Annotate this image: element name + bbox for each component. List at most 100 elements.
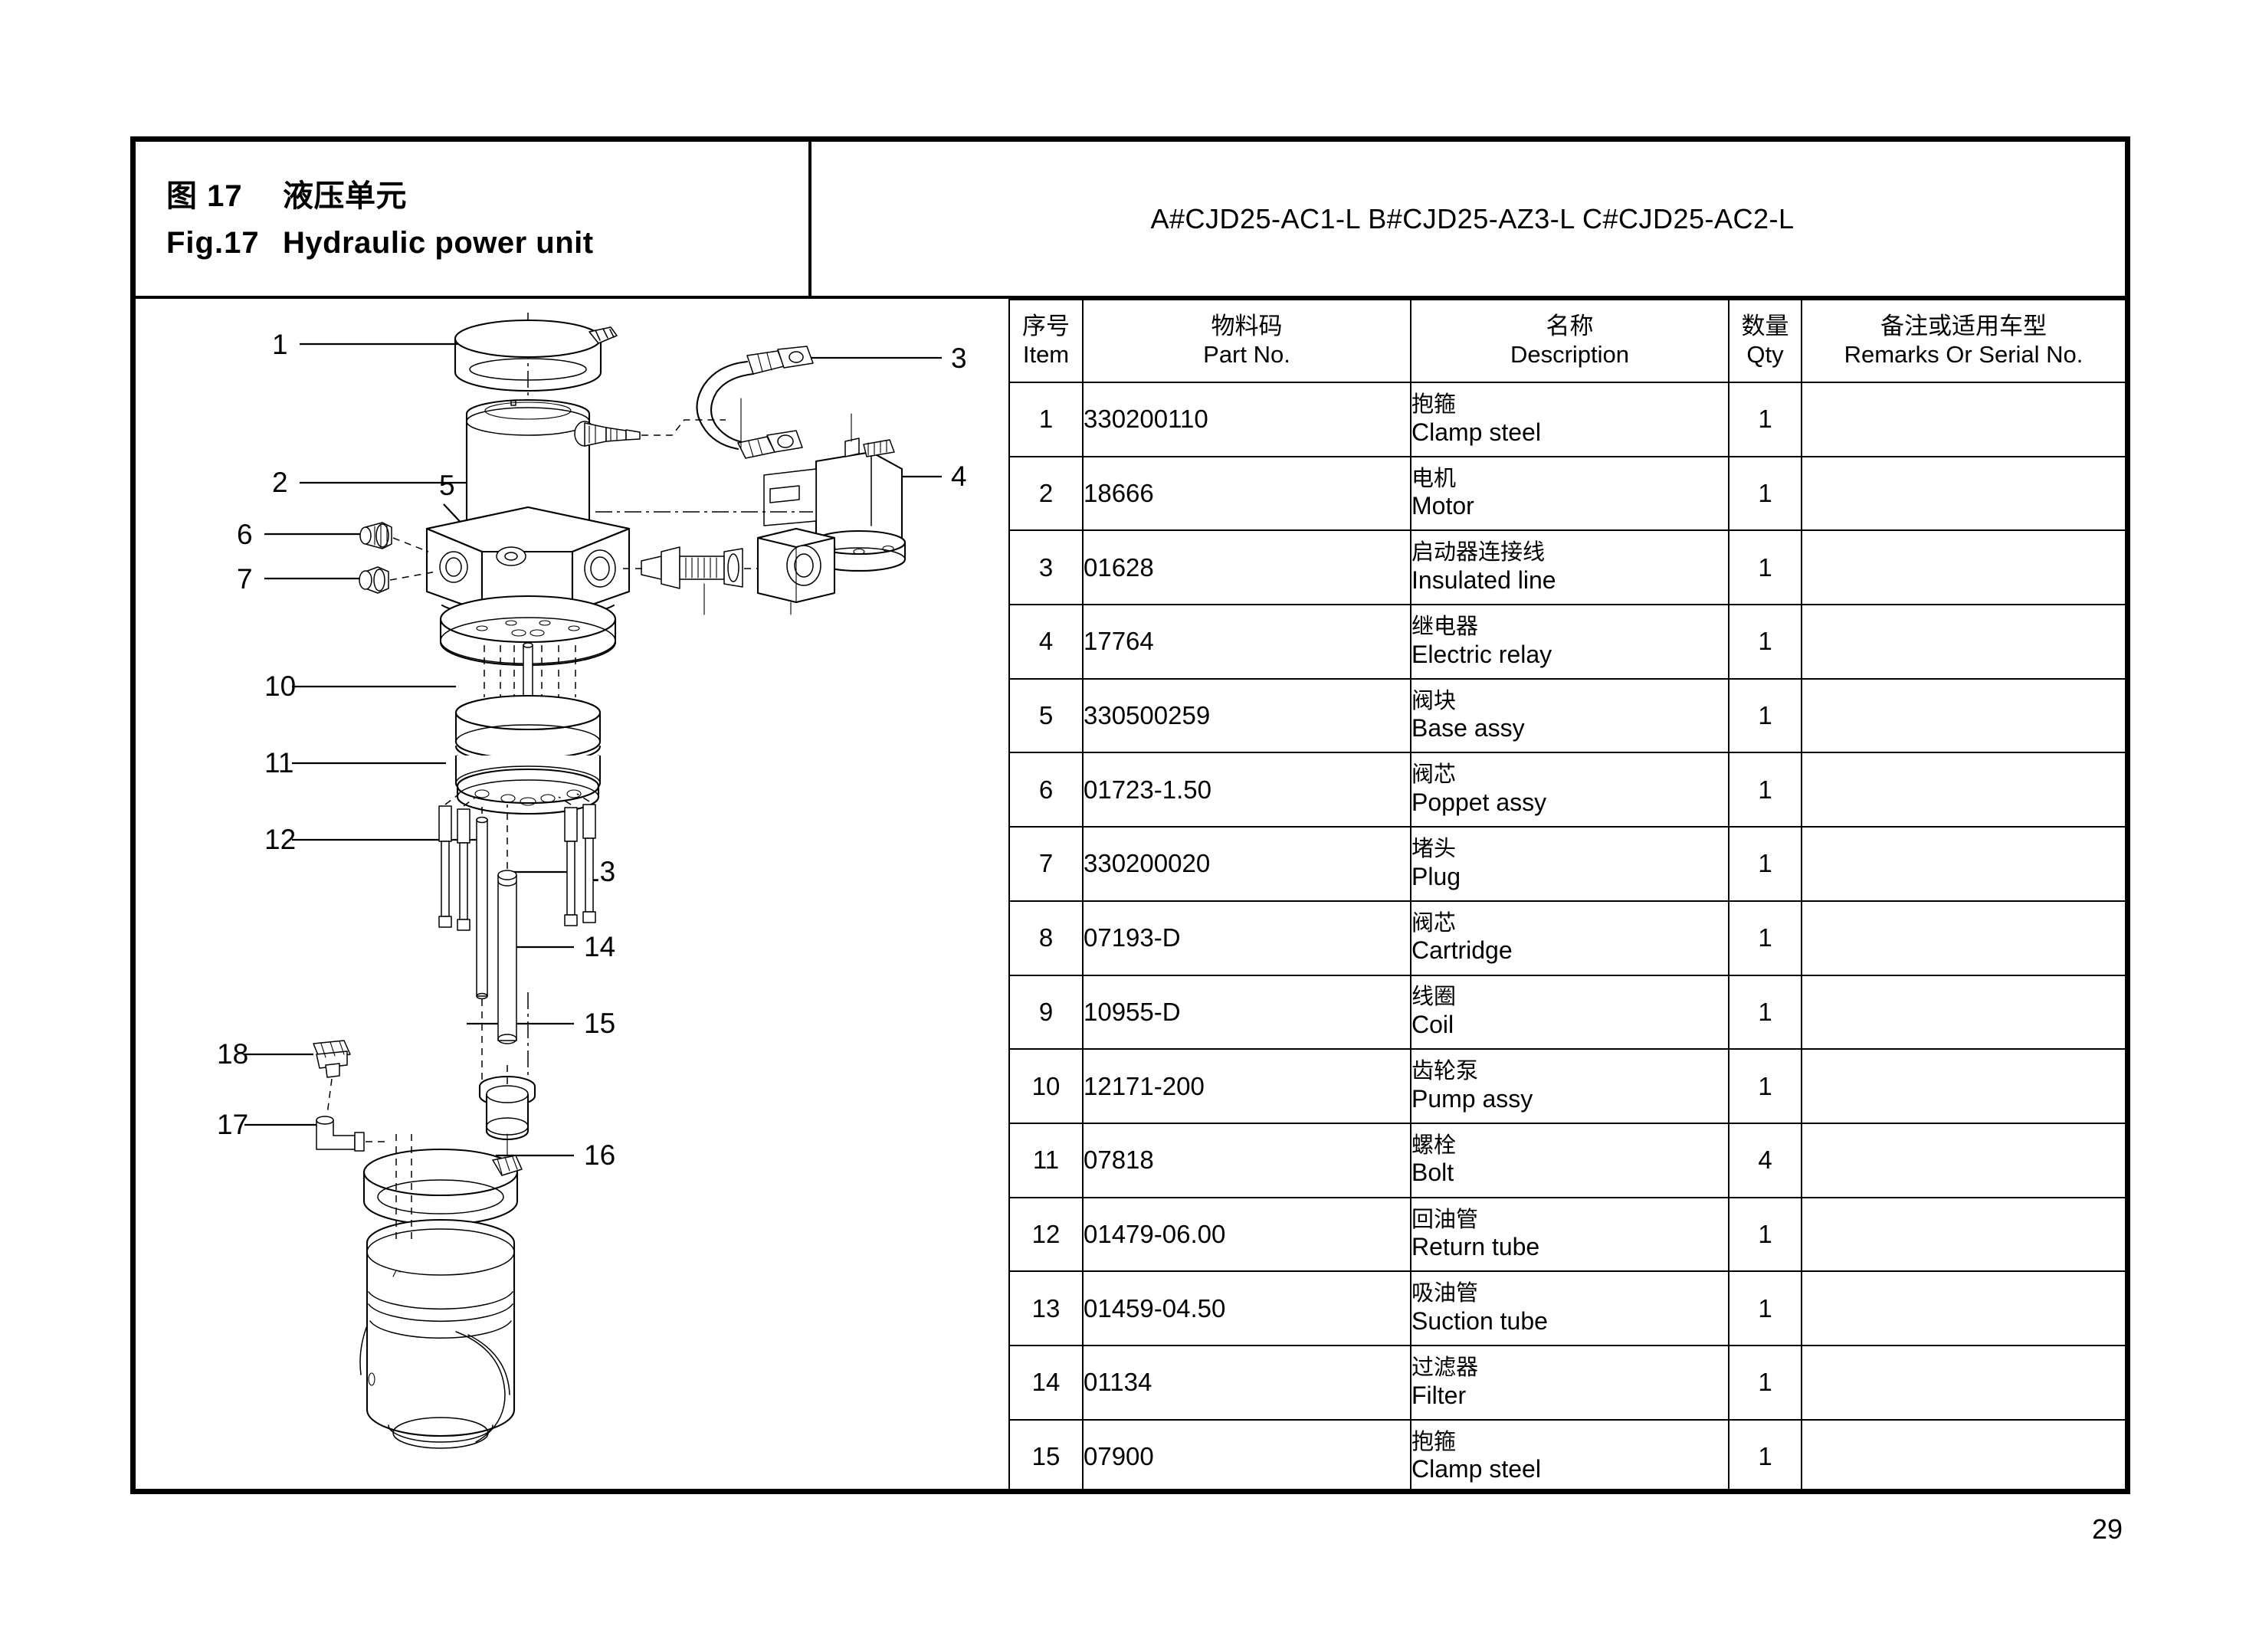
description-cn: 继电器 [1411, 615, 1479, 640]
figure-title-block: 图 17 液压单元 Fig.17 Hydraulic power unit [136, 142, 811, 296]
description-en: Insulated line [1411, 565, 1556, 594]
cell-part-no: 10955-D [1082, 974, 1411, 1051]
cell-remarks [1801, 1196, 2126, 1273]
description-en: Pump assy [1411, 1084, 1533, 1113]
cell-qty: 1 [1728, 974, 1802, 1051]
callout-12: 12 [264, 824, 296, 855]
column-header-qty: 数量 Qty [1728, 299, 1802, 383]
description-en: Clamp steel [1411, 418, 1541, 446]
cell-item: 6 [1008, 752, 1084, 828]
cell-qty: 1 [1728, 1048, 1802, 1124]
description-en: Cartridge [1411, 936, 1513, 965]
callout-6: 6 [237, 519, 253, 550]
column-header-qty-en: Qty [1746, 341, 1784, 368]
callout-15: 15 [584, 1008, 615, 1039]
description-cn: 线圈 [1411, 985, 1457, 1010]
description-en: Poppet assy [1411, 788, 1547, 817]
description-en: Filter [1411, 1381, 1467, 1409]
figure-title-chinese: 图 17 液压单元 [166, 171, 808, 215]
cell-part-no: 330500259 [1082, 677, 1411, 754]
model-header: A#CJD25-AC1-L B#CJD25-AZ3-L C#CJD25-AC2-… [815, 142, 2130, 296]
column-header-remarks-cn: 备注或适用车型 [1880, 313, 2047, 340]
column-header-desc-en: Description [1510, 341, 1630, 368]
model-list: A#CJD25-AC1-L B#CJD25-AZ3-L C#CJD25-AC2-… [1150, 202, 1795, 234]
cell-qty: 1 [1728, 604, 1802, 680]
callout-14: 14 [584, 931, 615, 962]
column-header-qty-cn: 数量 [1741, 313, 1789, 340]
description-cn: 回油管 [1411, 1207, 1479, 1232]
description-en: Return tube [1411, 1233, 1540, 1261]
part-bolts [438, 793, 596, 931]
description-en: Suction tube [1411, 1306, 1548, 1335]
description-cn: 启动器连接线 [1411, 540, 1546, 565]
description-en: Motor [1411, 492, 1474, 520]
description-cn: 过滤器 [1411, 1355, 1479, 1380]
cell-part-no: 01628 [1082, 529, 1411, 606]
description-cn: 抱箍 [1411, 392, 1457, 417]
cell-qty: 1 [1728, 455, 1802, 532]
cell-remarks [1801, 826, 2126, 902]
cell-item: 14 [1008, 1344, 1084, 1421]
column-header-description: 名称 Description [1410, 299, 1729, 383]
exploded-diagram: .ln { fill:none; stroke:#000; stroke-wid… [136, 299, 1008, 1493]
cell-qty: 1 [1728, 1344, 1802, 1421]
page-frame: 图 17 液压单元 Fig.17 Hydraulic power unit A#… [130, 136, 2130, 1495]
description-en: Plug [1411, 862, 1461, 890]
header-divider [136, 296, 2125, 299]
cell-remarks [1801, 529, 2126, 606]
cell-qty: 1 [1728, 677, 1802, 754]
exploded-diagram-svg: .ln { fill:none; stroke:#000; stroke-wid… [217, 313, 967, 1449]
callout-4: 4 [951, 461, 967, 492]
cell-item: 9 [1008, 974, 1084, 1051]
cell-part-no: 330200020 [1082, 826, 1411, 902]
cell-part-no: 17764 [1082, 604, 1411, 680]
cell-remarks [1801, 382, 2126, 457]
callout-7: 7 [237, 563, 253, 595]
page-number: 29 [2091, 1513, 2123, 1545]
part-insulated-line [641, 346, 814, 459]
cell-item: 1 [1008, 382, 1084, 457]
callout-18: 18 [217, 1038, 248, 1070]
column-header-item-en: Item [1022, 341, 1070, 368]
description-cn: 抱箍 [1411, 1429, 1457, 1454]
part-base-assy [425, 506, 631, 667]
column-header-part-no: 物料码 Part No. [1082, 299, 1411, 383]
column-header-item-cn: 序号 [1022, 313, 1070, 340]
callout-1: 1 [272, 329, 288, 360]
part-coil [744, 527, 836, 615]
part-pump-assy [454, 642, 602, 815]
cell-part-no: 330200110 [1082, 382, 1411, 457]
cell-item: 2 [1008, 455, 1084, 532]
description-cn: 堵头 [1411, 837, 1457, 862]
callout-2: 2 [272, 467, 288, 498]
figure-label-cn: 图 17 [166, 179, 243, 213]
header-row: 序号 Item 物料码 Part No. 名称 Description 数量 Q… [1008, 299, 2126, 383]
description-en: Base assy [1411, 714, 1525, 742]
cell-qty: 1 [1728, 826, 1802, 902]
cell-qty: 1 [1728, 382, 1802, 457]
callout-16: 16 [584, 1139, 615, 1171]
cell-qty: 1 [1728, 752, 1802, 828]
description-en: Coil [1411, 1011, 1454, 1039]
figure-name-en: Hydraulic power unit [283, 226, 594, 260]
cell-item: 10 [1008, 1048, 1084, 1124]
description-cn: 阀块 [1411, 688, 1457, 713]
part-elbow-fitting [316, 1116, 389, 1152]
cell-part-no: 07900 [1082, 1418, 1411, 1495]
part-filter [478, 1065, 536, 1156]
cell-item: 4 [1008, 604, 1084, 680]
